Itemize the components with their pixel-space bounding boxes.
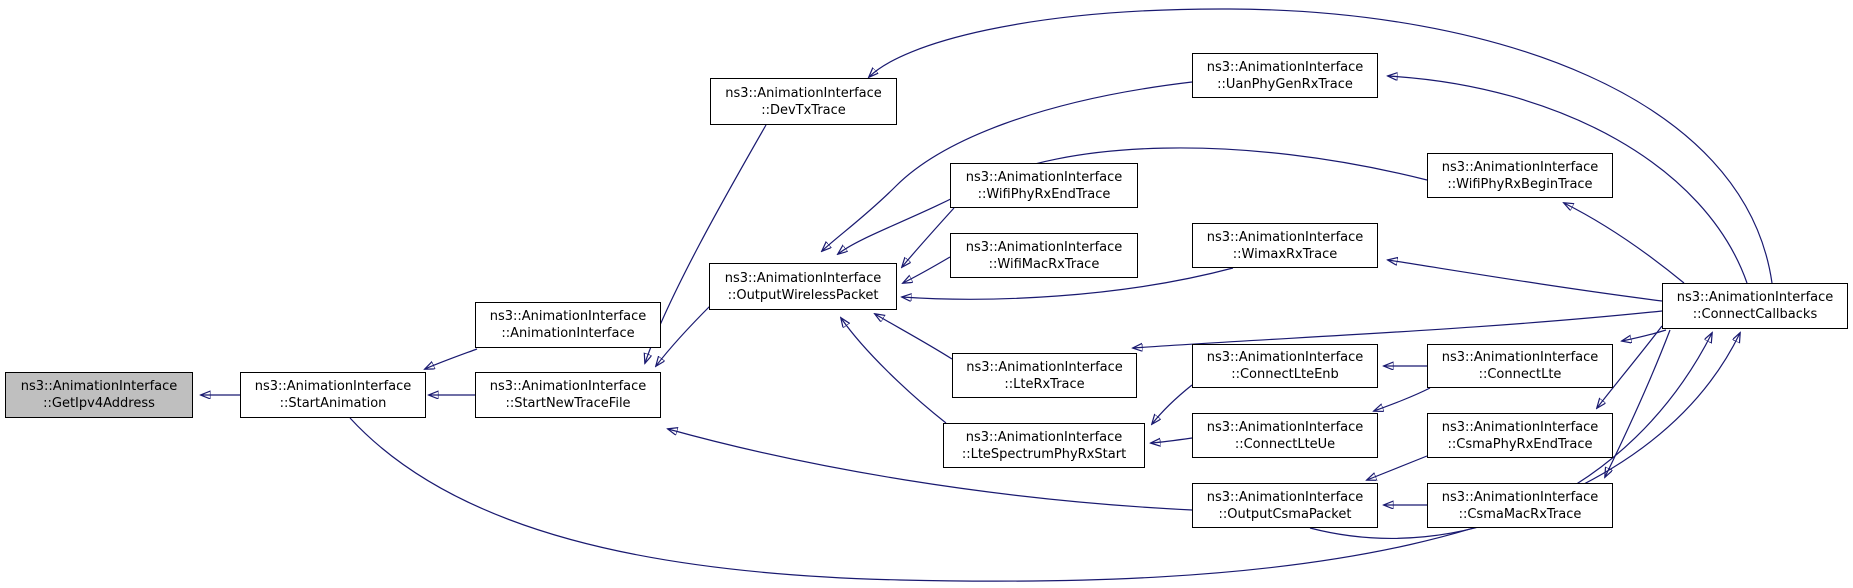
edge-csma-phy-rx-end-trace-to-output-csma-packet — [1367, 455, 1428, 480]
node-label-line2: ::ConnectLteEnb — [1231, 367, 1339, 382]
node-label-line2: ::OutputWirelessPacket — [727, 287, 879, 303]
node-get-ipv4-address[interactable]: ns3::AnimationInterface ::GetIpv4Address — [5, 372, 193, 418]
node-connect-callbacks[interactable]: ns3::AnimationInterface ::ConnectCallbac… — [1662, 283, 1848, 329]
edge-wifi-mac-rx-trace-to-output-wireless-packet — [903, 256, 951, 283]
node-label-line2: ::WifiPhyRxBeginTrace — [1447, 176, 1593, 192]
node-label-line1: ns3::AnimationInterface — [965, 429, 1123, 445]
node-label-line1: ns3::AnimationInterface — [1206, 229, 1364, 245]
node-label-line1: ns3::AnimationInterface — [489, 379, 647, 394]
node-output-csma-packet[interactable]: ns3::AnimationInterface ::OutputCsmaPack… — [1192, 483, 1378, 528]
node-label-line2: ::CsmaMacRxTrace — [1458, 506, 1582, 522]
node-connect-lte-ue[interactable]: ns3::AnimationInterface ::ConnectLteUe — [1192, 413, 1378, 458]
node-label-line1: ns3::AnimationInterface — [724, 270, 882, 286]
edge-connect-callbacks-to-connect-lte — [1622, 329, 1667, 341]
edge-wifi-phy-rx-end-trace-to-output-wireless-packet — [902, 207, 955, 267]
edge-output-csma-packet-to-start-new-trace-file — [668, 429, 1193, 511]
node-csma-mac-rx-trace[interactable]: ns3::AnimationInterface ::CsmaMacRxTrace — [1427, 483, 1613, 528]
node-label-line1: ns3::AnimationInterface — [1441, 419, 1599, 435]
edge-animation-interface-to-start-animation — [425, 348, 478, 369]
node-label-line1: ns3::AnimationInterface — [254, 379, 412, 394]
node-label-line1: ns3::AnimationInterface — [1676, 290, 1834, 305]
node-label-line1: ns3::AnimationInterface — [1441, 159, 1599, 175]
node-label-line2: ::OutputCsmaPacket — [1218, 506, 1352, 522]
node-wimax-rx-trace[interactable]: ns3::AnimationInterface ::WimaxRxTrace — [1192, 223, 1378, 268]
node-label-line2: ::CsmaPhyRxEndTrace — [1447, 436, 1593, 452]
node-label-line2: ::ConnectCallbacks — [1692, 307, 1818, 322]
node-label-line2: ::StartAnimation — [279, 396, 387, 411]
node-label-line2: ::AnimationInterface — [501, 326, 635, 341]
node-label-line1: ns3::AnimationInterface — [1441, 489, 1599, 505]
node-label-line1: ns3::AnimationInterface — [489, 309, 647, 324]
node-label-line1: ns3::AnimationInterface — [20, 379, 178, 394]
node-label-line1: ns3::AnimationInterface — [1206, 59, 1364, 75]
node-label-line2: ::DevTxTrace — [761, 102, 846, 118]
node-start-animation[interactable]: ns3::AnimationInterface ::StartAnimation — [240, 372, 426, 418]
node-label-line1: ns3::AnimationInterface — [1206, 419, 1364, 435]
node-label-line1: ns3::AnimationInterface — [966, 359, 1123, 375]
node-connect-lte[interactable]: ns3::AnimationInterface ::ConnectLte — [1427, 344, 1613, 388]
node-lte-spectrum-phy-rx-start[interactable]: ns3::AnimationInterface ::LteSpectrumPhy… — [943, 423, 1145, 468]
node-start-new-trace-file[interactable]: ns3::AnimationInterface ::StartNewTraceF… — [475, 372, 661, 418]
node-label-line1: ns3::AnimationInterface — [725, 85, 882, 101]
edge-connect-lte-ue-to-lte-spectrum-phy-rx-start — [1151, 438, 1193, 443]
node-uan-phy-gen-rx-trace[interactable]: ns3::AnimationInterface ::UanPhyGenRxTra… — [1192, 53, 1378, 98]
node-label-line2: ::WimaxRxTrace — [1232, 246, 1338, 262]
node-csma-phy-rx-end-trace[interactable]: ns3::AnimationInterface ::CsmaPhyRxEndTr… — [1427, 413, 1613, 458]
node-label-line2: ::WifiMacRxTrace — [988, 256, 1100, 272]
node-output-wireless-packet[interactable]: ns3::AnimationInterface ::OutputWireless… — [709, 263, 897, 310]
node-label-line2: ::LteRxTrace — [1004, 376, 1085, 392]
edge-uan-phy-gen-rx-trace-to-output-wireless-packet — [822, 81, 1193, 251]
edge-connect-callbacks-to-wimax-rx-trace — [1388, 260, 1663, 302]
node-connect-lte-enb[interactable]: ns3::AnimationInterface ::ConnectLteEnb — [1192, 344, 1378, 388]
node-label-line1: ns3::AnimationInterface — [965, 169, 1123, 185]
node-wifi-phy-rx-begin-trace[interactable]: ns3::AnimationInterface ::WifiPhyRxBegin… — [1427, 153, 1613, 198]
node-animation-interface[interactable]: ns3::AnimationInterface ::AnimationInter… — [475, 302, 661, 348]
node-label-line1: ns3::AnimationInterface — [1441, 350, 1599, 365]
edge-connect-callbacks-to-csma-mac-rx-trace — [1605, 329, 1671, 477]
edge-dev-tx-trace-to-start-new-trace-file — [645, 124, 767, 363]
node-label-line1: ns3::AnimationInterface — [1206, 350, 1364, 365]
edge-connect-callbacks-to-lte-rx-trace — [1133, 310, 1663, 348]
edge-wimax-rx-trace-to-output-wireless-packet — [902, 267, 1234, 299]
edge-connect-callbacks-to-csma-phy-rx-end-trace — [1597, 325, 1663, 408]
edge-connect-callbacks-to-wifi-phy-rx-begin-trace — [1564, 203, 1685, 284]
edge-connect-lte-to-connect-lte-ue — [1374, 387, 1431, 411]
node-dev-tx-trace[interactable]: ns3::AnimationInterface ::DevTxTrace — [710, 78, 897, 125]
node-wifi-phy-rx-end-trace[interactable]: ns3::AnimationInterface ::WifiPhyRxEndTr… — [950, 163, 1138, 208]
node-lte-rx-trace[interactable]: ns3::AnimationInterface ::LteRxTrace — [952, 353, 1137, 398]
edge-start-animation-to-connect-callbacks — [349, 333, 1740, 582]
node-wifi-mac-rx-trace[interactable]: ns3::AnimationInterface ::WifiMacRxTrace — [950, 233, 1138, 278]
node-label-line2: ::LteSpectrumPhyRxStart — [961, 446, 1127, 462]
edge-lte-spectrum-phy-rx-start-to-output-wireless-packet — [841, 318, 947, 424]
node-label-line1: ns3::AnimationInterface — [1206, 489, 1364, 505]
node-label-line2: ::GetIpv4Address — [43, 396, 155, 411]
node-label-line2: ::StartNewTraceFile — [505, 396, 631, 411]
node-label-line2: ::UanPhyGenRxTrace — [1217, 76, 1353, 92]
edge-connect-callbacks-to-dev-tx-trace — [869, 8, 1773, 284]
node-label-line1: ns3::AnimationInterface — [965, 239, 1123, 255]
node-label-line2: ::WifiPhyRxEndTrace — [977, 186, 1111, 202]
edge-connect-callbacks-to-uan-phy-gen-rx-trace — [1388, 76, 1748, 284]
node-label-line2: ::ConnectLte — [1478, 367, 1562, 382]
node-label-line2: ::ConnectLteUe — [1234, 436, 1336, 452]
edge-lte-rx-trace-to-output-wireless-packet — [875, 314, 953, 360]
edge-output-wireless-packet-to-start-new-trace-file — [656, 303, 713, 366]
edge-connect-lte-enb-to-lte-spectrum-phy-rx-start — [1152, 384, 1193, 424]
